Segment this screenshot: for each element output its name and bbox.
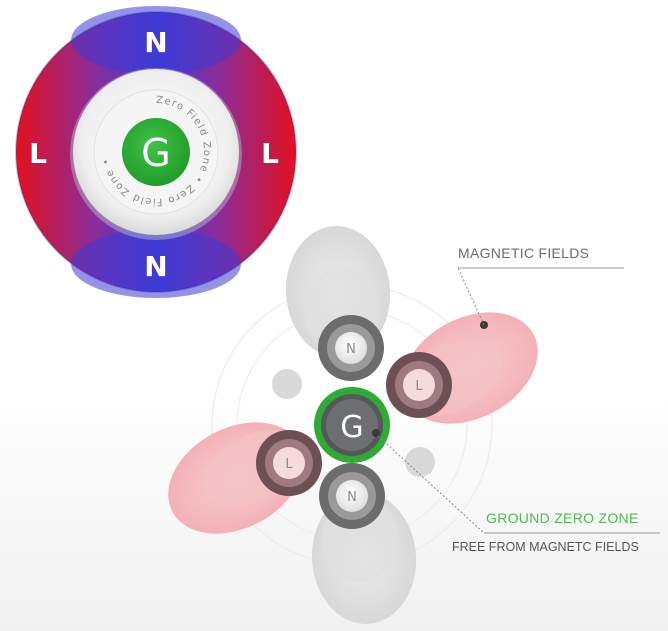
ground-zero-zone-label: GROUND ZERO ZONE bbox=[486, 510, 639, 526]
magnetic-fields-label: MAGNETIC FIELDS bbox=[458, 245, 590, 261]
ring-edge bbox=[15, 11, 297, 293]
magnet-left: L bbox=[256, 430, 322, 496]
ring-diagram: Zero Field Zone • Zero Field Zone • G N … bbox=[15, 6, 297, 298]
free-from-fields-label: FREE FROM MAGNETC FIELDS bbox=[452, 540, 639, 554]
cluster-center: G bbox=[314, 387, 390, 463]
center-dot bbox=[372, 429, 380, 437]
ring-blue-top bbox=[71, 6, 241, 74]
cluster-center-letter: G bbox=[340, 410, 363, 445]
magnet-left-letter: L bbox=[285, 457, 293, 472]
ring-right-l: L bbox=[261, 137, 279, 170]
magnet-right-letter: L bbox=[415, 379, 423, 394]
center-g-letter: G bbox=[141, 131, 170, 175]
ring-top-n: N bbox=[144, 26, 167, 59]
magnet-bottom: N bbox=[319, 463, 385, 529]
magnet-right: L bbox=[386, 352, 452, 418]
gray-ball bbox=[405, 447, 435, 477]
ring-blue-bottom bbox=[71, 230, 241, 298]
magnet-top-letter: N bbox=[346, 342, 356, 357]
ring-bottom-n: N bbox=[144, 250, 167, 283]
magnet-top: N bbox=[318, 315, 384, 381]
ring-left-l: L bbox=[29, 137, 47, 170]
gray-ball bbox=[272, 369, 302, 399]
magnet-bottom-letter: N bbox=[347, 490, 357, 505]
center-g-disc bbox=[122, 118, 190, 186]
cluster-diagram: N L L N G bbox=[168, 226, 660, 624]
